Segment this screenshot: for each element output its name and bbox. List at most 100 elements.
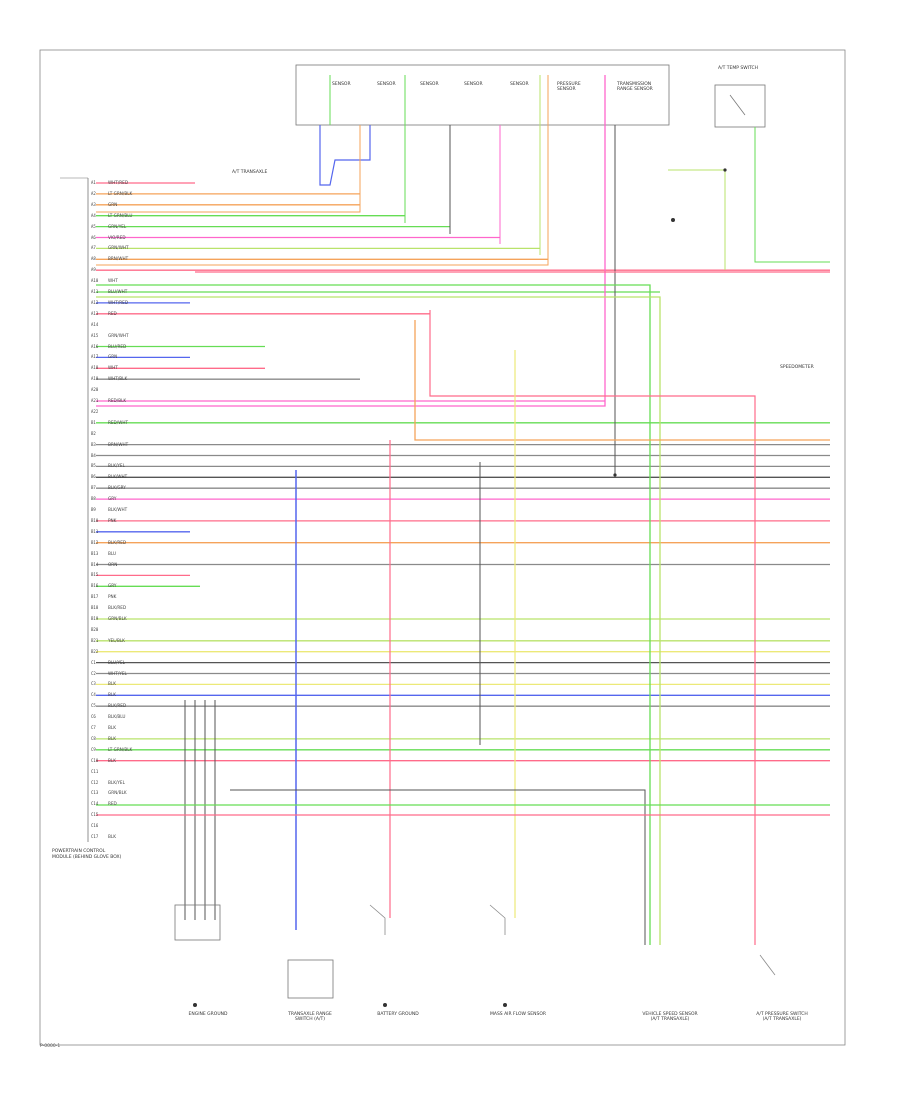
pin-number: B21: [91, 637, 99, 643]
pin-number: A6: [91, 234, 96, 240]
top-connector-label: PRESSURE SENSOR: [557, 82, 581, 92]
wire-color-code: GRN/WHT: [108, 332, 129, 338]
splice-dot: [723, 168, 727, 172]
wire-color-code: BLK/YEL: [108, 779, 125, 785]
pin-number: B15: [91, 572, 99, 578]
maf-ground-dot: [503, 1003, 507, 1007]
pin-number: C7: [91, 725, 96, 730]
wire-group: [96, 75, 830, 976]
pin-number: A11: [91, 289, 99, 294]
pin-number: C4: [91, 692, 96, 698]
wire-color-code: LT GRN/BLK: [108, 190, 133, 196]
pin-number: B4: [91, 452, 96, 458]
bottom-component-label: TRANSAXLE RANGE SWITCH (A/T): [288, 1012, 332, 1022]
wire-color-code: RED/WHT: [108, 419, 129, 425]
at-pressure-switch-symbol: [759, 954, 776, 976]
ecu-caption: POWERTRAIN CONTROL MODULE (BEHIND GLOVE …: [52, 849, 122, 860]
at-transaxle-note: A/T TRANSAXLE: [232, 170, 268, 175]
wire-color-code: GRN: [108, 354, 118, 360]
top-connector-label: TRANSMISSION RANGE SENSOR: [617, 82, 653, 92]
wire-color-code: WHT/YEL: [108, 670, 127, 676]
pin-number: B6: [91, 474, 96, 480]
pin-number: B7: [91, 485, 96, 491]
pin-number: C14: [91, 801, 99, 807]
wire-color-code: ORN: [108, 561, 118, 567]
wire-orange-b: [96, 75, 549, 266]
wire-blue-top: [319, 125, 371, 186]
wire-color-code: BRN/WHT: [108, 256, 129, 262]
transaxle-range-switch-box: [287, 959, 334, 999]
pin-number: B16: [91, 583, 99, 589]
pin-number: A20: [91, 387, 99, 393]
pin-number: C3: [91, 681, 96, 687]
pin-number: B2: [91, 430, 96, 436]
wire-color-code: LT GRN/BLU: [108, 212, 133, 218]
pin-number: C11: [91, 768, 99, 774]
wire-color-code: BRN/WHT: [108, 441, 129, 447]
pin-number: B9: [91, 507, 96, 512]
pin-number: B13: [91, 550, 99, 556]
pin-number: C8: [91, 735, 96, 741]
wire-color-code: WHT/RED: [108, 299, 129, 305]
wire-color-code: BLU/YEL: [108, 659, 126, 665]
wire-color-code: WHT/BLK: [108, 376, 128, 382]
wire-color-code: RED: [108, 801, 117, 807]
pin-number: B8: [91, 496, 96, 502]
bottom-component-label: A/T PRESSURE SWITCH (A/T TRANSAXLE): [756, 1012, 808, 1022]
pin-number: A5: [91, 223, 96, 229]
splice-dot: [613, 473, 617, 477]
engine-ground-dot: [193, 1003, 197, 1007]
pin-number: A15: [91, 332, 99, 338]
sensor-ground-dot: [671, 218, 675, 222]
pin-number: C17: [91, 834, 99, 839]
pin-number: B20: [91, 626, 99, 632]
wire-color-code: GRN/WHT: [108, 245, 129, 251]
pin-number: C2: [91, 670, 96, 676]
pin-number: B10: [91, 517, 99, 523]
at-temp-switch-box: [714, 84, 766, 128]
pin-number: A9: [91, 267, 96, 273]
pin-number: A16: [91, 343, 99, 349]
top-connector-label: SENSOR: [510, 82, 529, 87]
pin-number: A21: [91, 398, 99, 403]
component-group: [174, 168, 727, 1007]
bottom-component-label: BATTERY GROUND: [377, 1012, 419, 1017]
pin-number: C6: [91, 714, 96, 720]
pin-number: B22: [91, 648, 99, 654]
wire-color-code: BLU/WHT: [108, 289, 128, 294]
wire-color-code: YEL/BLK: [108, 637, 125, 643]
pin-number: A13: [91, 310, 99, 316]
wire-color-code: BLU/RED: [108, 343, 127, 349]
pin-number: C1: [91, 659, 96, 665]
wire-color-code: GRN/BLK: [108, 616, 127, 621]
wire-color-code: BLK: [108, 757, 116, 763]
pin-number: B17: [91, 594, 99, 600]
wire-color-code: BLK: [108, 681, 116, 687]
pin-number: C12: [91, 779, 99, 785]
wire-green-sensor: [754, 127, 830, 263]
pin-number: C9: [91, 746, 96, 752]
wire-red-switch: [429, 310, 756, 945]
pin-number: A4: [91, 212, 96, 218]
wire-lime-sensor: [668, 169, 726, 270]
wire-color-code: PNK: [108, 594, 117, 600]
wire-color-code: BLK/RED: [108, 703, 127, 709]
pin-number: A22: [91, 408, 99, 414]
pin-number: C10: [91, 757, 99, 763]
top-connector-label: SENSOR: [464, 82, 483, 87]
pin-number: B18: [91, 605, 99, 611]
wire-color-code: GRN/BLK: [108, 790, 127, 796]
bottom-component-label: ENGINE GROUND: [188, 1012, 228, 1017]
wire-color-code: GRN: [108, 201, 118, 207]
engine-ground-connector: [174, 904, 221, 941]
diagram-frame: [39, 49, 846, 1046]
pin-number: A14: [91, 321, 99, 327]
wire-color-code: WHT/RED: [108, 180, 129, 185]
pin-number: A8: [91, 256, 96, 262]
wire-color-code: RED/BLK: [108, 398, 127, 403]
wire-color-code: BLK/GRY: [108, 485, 126, 491]
wire-color-code: BLK/YEL: [108, 463, 125, 469]
wire-color-code: BLK/RED: [108, 539, 127, 545]
footer-code: P-0000-1: [40, 1044, 61, 1049]
